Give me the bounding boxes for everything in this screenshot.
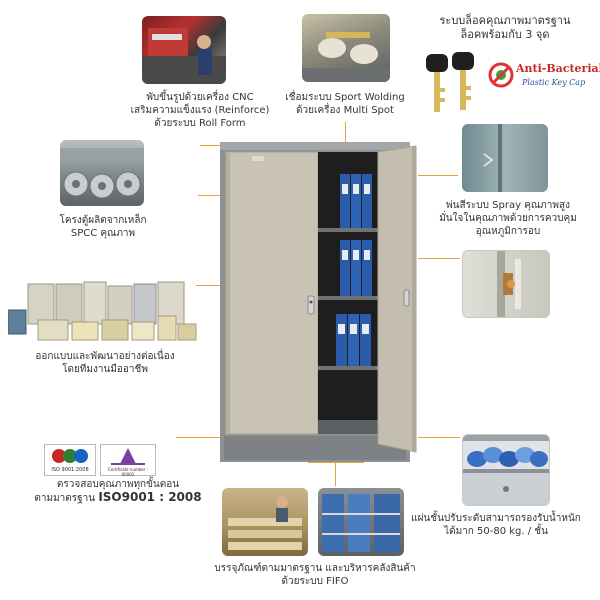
connector-steel <box>198 195 220 196</box>
design-caption: ออกแบบและพัฒนาอย่างต่อเนื่อง โดยทีมงานมื… <box>20 350 190 376</box>
lock-caption-line1: ระบบล็อคคุณภาพมาตรฐาน <box>439 14 571 27</box>
hinge-photo <box>462 250 550 318</box>
spray-caption-line2: มั่นใจในคุณภาพด้วยการควบคุม <box>439 213 577 224</box>
packing-caption-line1: บรรจุภัณฑ์ตามมาตรฐาน และบริหารคลังสินค้า <box>214 563 416 574</box>
anti-bacterial-badge: Anti-Bacterial Plastic Key Cap <box>488 58 600 94</box>
connector-spray <box>418 175 458 176</box>
cnc-machine-illustration <box>142 28 226 84</box>
steel-coils-photo <box>60 140 144 206</box>
keys-icon <box>418 48 488 120</box>
iso-logo-text: ISO 9001:2008 <box>51 467 89 473</box>
shelf-load-illustration <box>463 435 549 505</box>
design-caption-line2: โดยทีมงานมืออาชีพ <box>62 364 148 375</box>
steel-cabinet <box>218 138 422 466</box>
spray-paint-photo <box>462 124 548 192</box>
shelf-caption: แผ่นชั้นปรับระดับสามารถรองรับน้ำหนัก ได้… <box>398 512 594 538</box>
packing-photo <box>222 488 308 556</box>
cert-logo-mark <box>111 448 145 465</box>
iso-caption: ตรวจสอบคุณภาพทุกขั้นตอน ตามมาตรฐาน ISO90… <box>34 478 202 505</box>
steel-cabinet-illustration <box>220 142 417 462</box>
cert-logo-text: Certificate number : 00001 <box>107 467 149 477</box>
cnc-machine-photo <box>142 16 226 84</box>
spray-caption-line3: อุณหภูมิการอบ <box>475 226 541 237</box>
cnc-caption-line1: พับขึ้นรูปด้วยเครื่อง CNC <box>146 92 254 103</box>
no-bacteria-icon <box>488 62 514 88</box>
steel-caption-line1: โครงตู้ผลิตจากเหล็ก <box>59 215 147 226</box>
connector-packing <box>335 462 336 486</box>
warehouse-illustration <box>322 494 400 552</box>
welding-caption-line1: เชื่อมระบบ Sport Wolding <box>285 92 405 103</box>
cnc-caption-line3: ด้วยระบบ Roll Form <box>154 118 246 129</box>
lock-caption-line2: ล็อคพร้อมกับ 3 จุด <box>460 28 550 41</box>
lock-caption: ระบบล็อคคุณภาพมาตรฐาน ล็อคพร้อมกับ 3 จุด <box>430 14 580 42</box>
packing-caption: บรรจุภัณฑ์ตามมาตรฐาน และบริหารคลังสินค้า… <box>200 562 430 588</box>
steel-caption-line2: SPCC คุณภาพ <box>70 228 136 239</box>
shelf-caption-line1: แผ่นชั้นปรับระดับสามารถรองรับน้ำหนัก <box>411 513 581 524</box>
connector-iso <box>176 437 220 438</box>
hinge-illustration <box>497 251 521 317</box>
welding-caption-line2: ด้วยเครื่อง Multi Spot <box>296 105 394 116</box>
spray-paint-illustration <box>483 124 502 192</box>
product-range-photo <box>7 280 198 342</box>
anti-bacterial-title: Anti-Bacterial <box>516 62 600 75</box>
iso-caption-prefix: ตามมาตรฐาน <box>34 493 96 504</box>
connector-packing-h <box>308 462 364 463</box>
steel-caption: โครงตู้ผลิตจากเหล็ก SPCC คุณภาพ <box>40 214 166 240</box>
connector-design <box>196 285 220 286</box>
connector-cnc <box>200 145 220 146</box>
cnc-caption: พับขึ้นรูปด้วยเครื่อง CNC เสริมความแข็งแ… <box>120 91 280 130</box>
cnc-caption-line2: เสริมความแข็งแรง (Reinforce) <box>130 105 270 116</box>
shelf-caption-line2: ได้มาก 50-80 kg. / ชั้น <box>444 526 548 537</box>
connector-shelf <box>418 437 460 438</box>
welding-caption: เชื่อมระบบ Sport Wolding ด้วยเครื่อง Mul… <box>275 91 415 117</box>
steel-coils-illustration <box>60 148 144 199</box>
anti-bacterial-subtitle: Plastic Key Cap <box>522 78 586 87</box>
iso-caption-standard: ISO9001 : 2008 <box>98 490 202 504</box>
keys-illustration <box>426 52 474 112</box>
spray-caption-line1: พ่นสีระบบ Spray คุณภาพสูง <box>446 200 570 211</box>
iso-caption-line1: ตรวจสอบคุณภาพทุกขั้นตอน <box>56 479 180 490</box>
product-range-illustration <box>7 281 197 341</box>
design-caption-line1: ออกแบบและพัฒนาอย่างต่อเนื่อง <box>35 351 175 362</box>
connector-welding <box>345 122 346 144</box>
packing-illustration <box>228 496 302 550</box>
cert-logo: Certificate number : 00001 <box>100 444 156 477</box>
welding-photo <box>302 14 390 82</box>
shelf-load-photo <box>462 434 550 506</box>
iso-logo: ISO 9001:2008 <box>44 444 96 476</box>
warehouse-photo <box>318 488 404 556</box>
iso-caption-line2: ตามมาตรฐาน ISO9001 : 2008 <box>34 491 202 505</box>
connector-hinge <box>418 258 460 259</box>
spray-caption: พ่นสีระบบ Spray คุณภาพสูง มั่นใจในคุณภาพ… <box>428 199 588 238</box>
welding-illustration <box>302 32 390 82</box>
packing-caption-line2: ด้วยระบบ FIFO <box>281 576 349 587</box>
iso-logo-mark <box>52 449 88 463</box>
iso-badges: ISO 9001:2008 Certificate number : 00001 <box>44 444 156 477</box>
